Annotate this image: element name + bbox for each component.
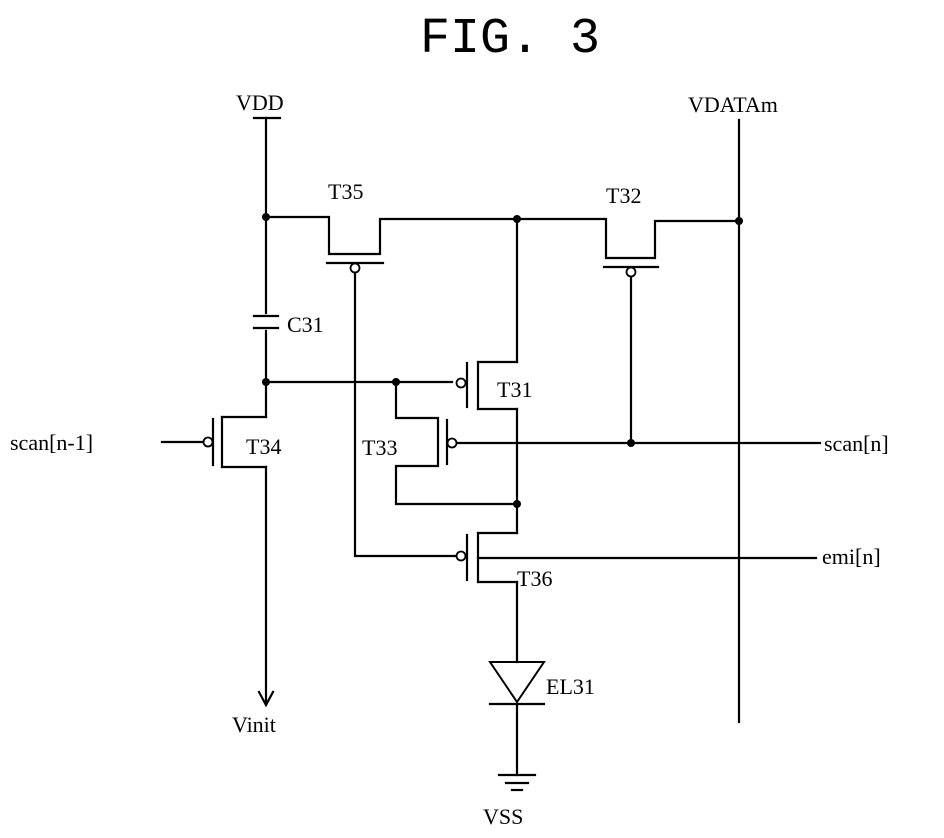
t36-label: T36: [517, 566, 552, 591]
vdd-label: VDD: [236, 90, 284, 115]
vinit-label: Vinit: [232, 712, 276, 737]
emi-label: emi[n]: [822, 544, 881, 569]
transistor-t32: [518, 219, 739, 277]
vdata-label: VDATAm: [688, 92, 778, 117]
vinit-arrow: [259, 467, 273, 705]
diode-el31: [490, 582, 544, 775]
t35-gate-wire: [355, 273, 456, 556]
vss-label: VSS: [483, 804, 523, 829]
vdd-terminal: [254, 118, 280, 217]
figure-title: FIG. 3: [420, 11, 600, 68]
el31-label: EL31: [546, 674, 595, 699]
t33-label: T33: [362, 435, 397, 460]
capacitor-c31: [254, 316, 278, 328]
c31-label: C31: [287, 312, 324, 337]
scan-prev-label: scan[n-1]: [10, 430, 93, 455]
transistor-t35: [266, 217, 518, 273]
ground-symbol: [499, 775, 535, 790]
t31-label: T31: [497, 377, 532, 402]
scan-label: scan[n]: [824, 431, 889, 456]
t34-label: T34: [246, 434, 281, 459]
t32-label: T32: [606, 183, 641, 208]
junction-dots: [262, 213, 743, 508]
t35-label: T35: [328, 179, 363, 204]
